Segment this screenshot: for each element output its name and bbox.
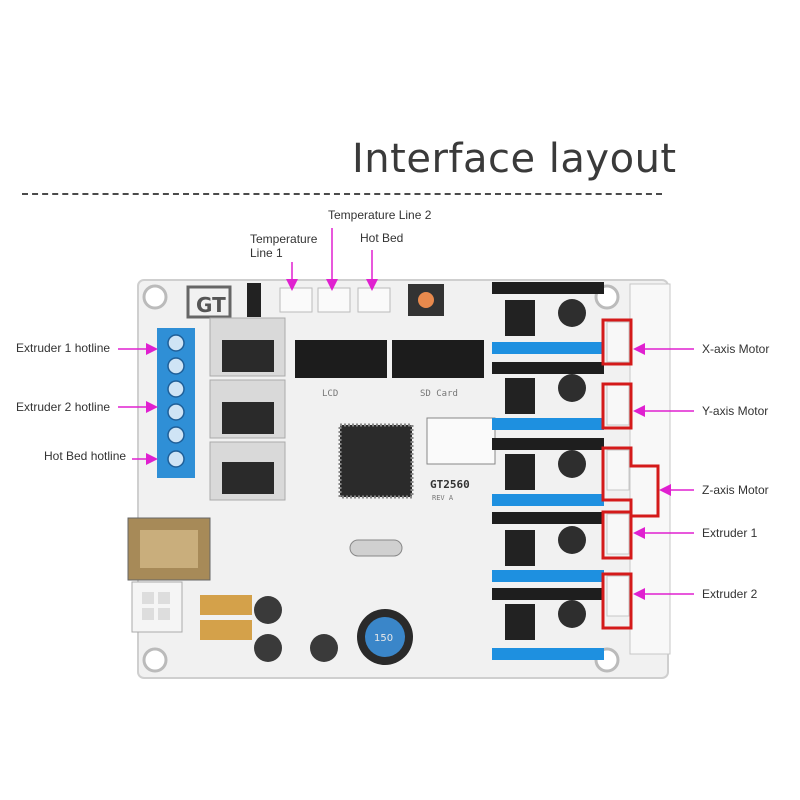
fuse-1 [200,595,252,615]
label-extruder-1: Extruder 1 [702,526,758,540]
z-axis-highlight [601,446,660,518]
temperature-line-2-connector [317,287,351,313]
label-temperature-line-1-a: Temperature [250,232,318,246]
rev-silkscreen: REV A [432,494,454,502]
temperature-line-1-connector [279,287,313,313]
extruder-1-highlight [601,510,633,560]
label-temperature-line-1-b: Line 1 [250,246,283,260]
title-divider [22,193,662,195]
label-temperature-line-2: Temperature Line 2 [328,208,432,222]
jumper-table [426,417,496,465]
blue-pin-headers [492,342,604,660]
mcu-chip [338,423,414,499]
sd-silkscreen: SD Card [420,389,458,399]
label-hot-bed: Hot Bed [360,231,404,245]
power-connector [131,581,183,633]
label-extruder-1-hotline: Extruder 1 hotline [16,341,111,355]
extruder-2-highlight [601,572,633,630]
lcd-silkscreen: LCD [322,389,338,399]
y-axis-motor-connector [606,384,630,426]
label-y-axis-motor: Y-axis Motor [702,404,769,418]
capacitors [254,596,338,662]
y-axis-highlight [601,382,633,430]
extruder-2-motor-connector [606,575,630,617]
crystal [349,539,403,557]
top-pin-header [247,283,261,317]
svg-text:GT: GT [196,293,226,317]
lcd-header [295,340,387,378]
label-hot-bed-hotline: Hot Bed hotline [44,449,127,463]
x-axis-highlight [601,318,633,366]
label-x-axis-motor: X-axis Motor [702,342,770,356]
mount-hole-bottom-left [142,647,168,673]
gt2560-silkscreen: GT2560 [430,478,470,491]
x-axis-motor-connector [606,321,630,363]
endstop-connectors [629,283,671,655]
driver-jumpers [505,300,535,640]
label-extruder-2-hotline: Extruder 2 hotline [16,400,111,414]
label-z-axis-motor: Z-axis Motor [702,483,769,497]
extruder-1-motor-connector [606,513,630,555]
sd-card-header [392,340,484,378]
driver-capacitors [558,299,586,628]
mount-hole-top-left [142,284,168,310]
driver-headers [492,282,604,600]
z-axis-motor-connector-a [606,449,630,491]
gt-logo [186,285,232,319]
label-extruder-2: Extruder 2 [702,587,758,601]
hot-bed-sensor-connector [357,287,391,313]
svg-text:150: 150 [374,633,393,644]
page-title: Interface layout [352,136,677,182]
fuse-2 [200,620,252,640]
